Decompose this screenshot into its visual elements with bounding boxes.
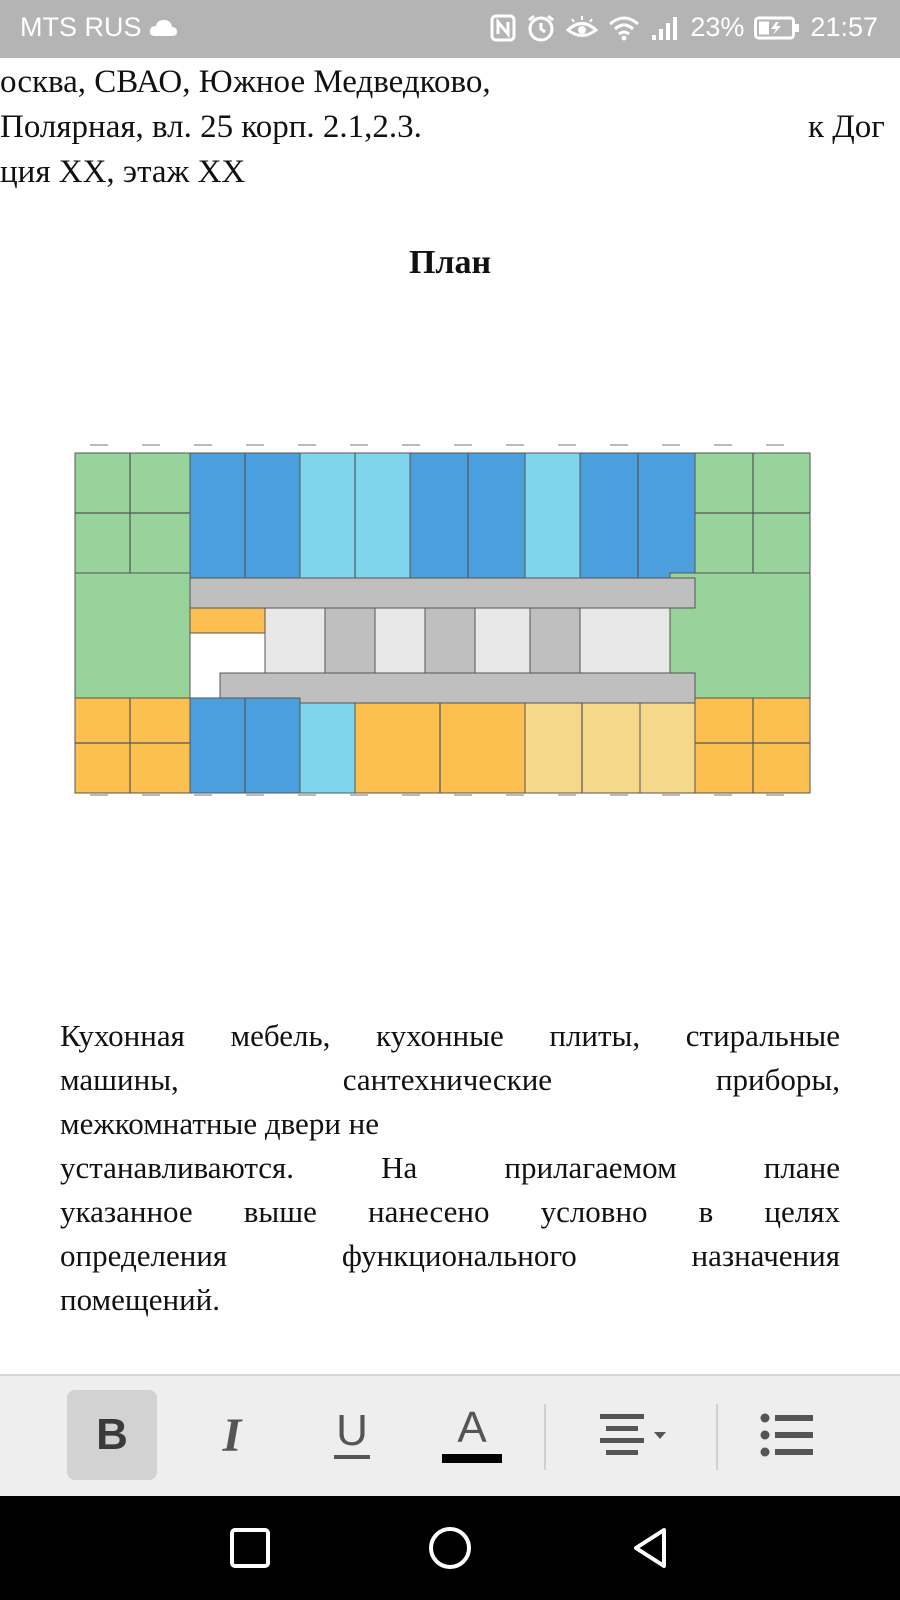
font-color-button[interactable]: A xyxy=(427,1390,517,1480)
recents-square-icon xyxy=(230,1528,270,1568)
address-line-3: ция XX, этаж XX xyxy=(0,154,246,190)
apartment-bottom-6 xyxy=(639,702,696,794)
bullet-list-button[interactable] xyxy=(742,1390,832,1480)
bold-label: B xyxy=(96,1410,128,1459)
paragraph-line: Кухонная мебель, кухонные плиты, стираль… xyxy=(60,1018,840,1053)
carrier-name: MTS RUS xyxy=(20,12,142,42)
wifi-icon xyxy=(608,15,640,41)
font-color-swatch xyxy=(442,1453,502,1463)
battery-icon xyxy=(754,16,800,40)
bold-button[interactable]: B xyxy=(67,1390,157,1480)
paragraph-line: машины, сантехнические приборы, xyxy=(60,1062,840,1097)
paragraph-line: определения функционального назначения xyxy=(60,1238,840,1273)
home-button[interactable] xyxy=(420,1518,480,1578)
paragraph-line: указанное выше нанесено условно в целях xyxy=(60,1194,840,1229)
page-title: План xyxy=(408,244,492,281)
format-toolbar: B I U A xyxy=(0,1374,900,1498)
cloud-icon xyxy=(148,18,178,38)
floor-plan-image xyxy=(70,383,830,813)
paragraph-line: устанавливаются. На прилагаемом плане xyxy=(60,1150,840,1185)
paragraph-line: межкомнатные двери не xyxy=(60,1106,380,1141)
home-circle-icon xyxy=(429,1527,471,1569)
toolbar-divider xyxy=(544,1404,546,1470)
address-line-2-right: к Дог xyxy=(808,109,885,145)
italic-button[interactable]: I xyxy=(187,1390,277,1480)
recents-button[interactable] xyxy=(220,1518,280,1578)
toolbar-divider xyxy=(716,1404,718,1470)
battery-percent: 23% xyxy=(690,12,745,42)
underline-bar xyxy=(334,1455,370,1459)
nfc-icon xyxy=(490,14,516,42)
signal-icon xyxy=(650,15,680,41)
status-right: 23% 21:57 xyxy=(490,12,878,43)
apartment-top-5 xyxy=(524,452,581,579)
bullet-list-icon xyxy=(760,1413,813,1457)
font-color-label: A xyxy=(457,1402,487,1452)
address-line-1: осква, СВАО, Южное Медведково, xyxy=(0,64,491,100)
apartment-bottom-1 xyxy=(74,697,191,794)
underline-button[interactable]: U xyxy=(307,1390,397,1480)
status-left: MTS RUS xyxy=(20,12,178,43)
status-bar: MTS RUS 23% 21:57 xyxy=(0,0,900,58)
align-center-icon xyxy=(600,1414,666,1455)
corridor-top xyxy=(189,577,696,609)
address-line-2: Полярная, вл. 25 корп. 2.1,2.3. xyxy=(0,109,422,145)
floor-plan-drawing xyxy=(74,444,811,796)
chevron-down-icon xyxy=(654,1432,666,1439)
document-view[interactable]: осква, СВАО, Южное Медведково, Полярная,… xyxy=(0,58,900,1374)
core-stair-right xyxy=(529,607,581,674)
navigation-bar xyxy=(0,1496,900,1600)
note-paragraph: Кухонная мебель, кухонные плиты, стираль… xyxy=(60,1014,840,1322)
alarm-icon xyxy=(526,13,556,43)
back-button[interactable] xyxy=(620,1518,680,1578)
underline-label: U xyxy=(336,1406,368,1455)
core-stair-left xyxy=(324,607,376,674)
apartment-left-middle xyxy=(74,572,191,699)
clock: 21:57 xyxy=(810,12,878,42)
paragraph-line: помещений. xyxy=(60,1282,221,1317)
core-elevator xyxy=(424,607,476,674)
back-triangle-icon xyxy=(634,1528,666,1568)
eye-comfort-icon xyxy=(566,15,599,41)
apartment-bottom-3 xyxy=(299,702,356,794)
align-button[interactable] xyxy=(587,1390,687,1480)
italic-label: I xyxy=(222,1408,242,1462)
